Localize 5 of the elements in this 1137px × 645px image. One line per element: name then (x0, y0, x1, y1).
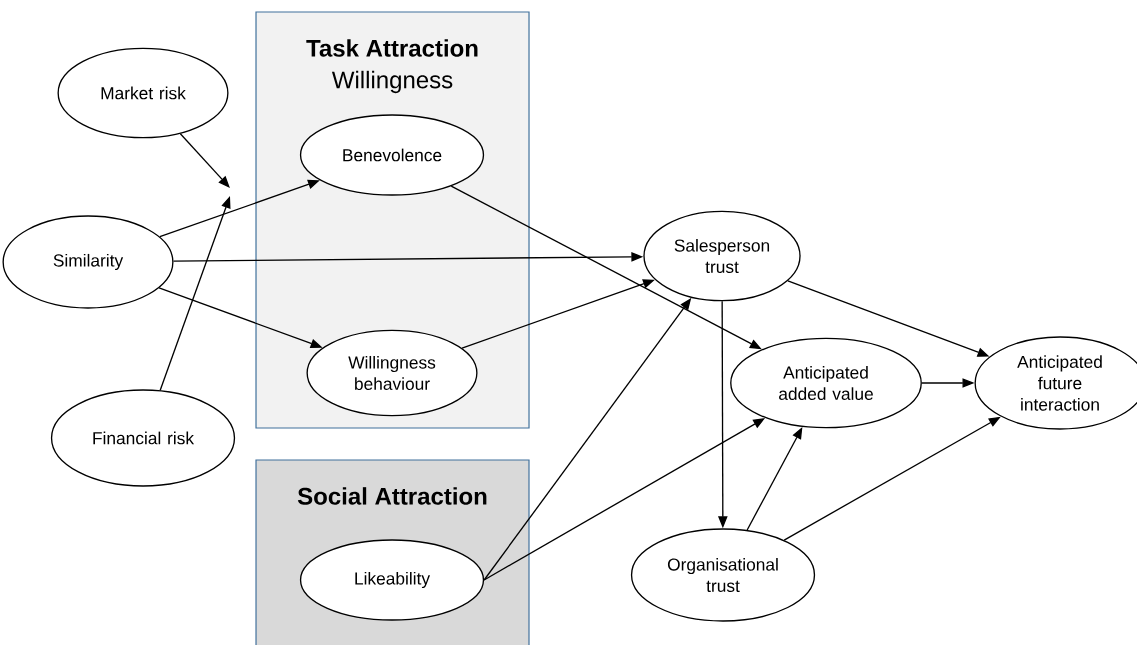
arrow (179, 133, 230, 188)
box-heading: Social Attraction (297, 487, 487, 505)
box-heading: Task Attraction (306, 39, 478, 57)
box-subheading: Willingness (331, 70, 453, 94)
arrow (746, 427, 803, 531)
